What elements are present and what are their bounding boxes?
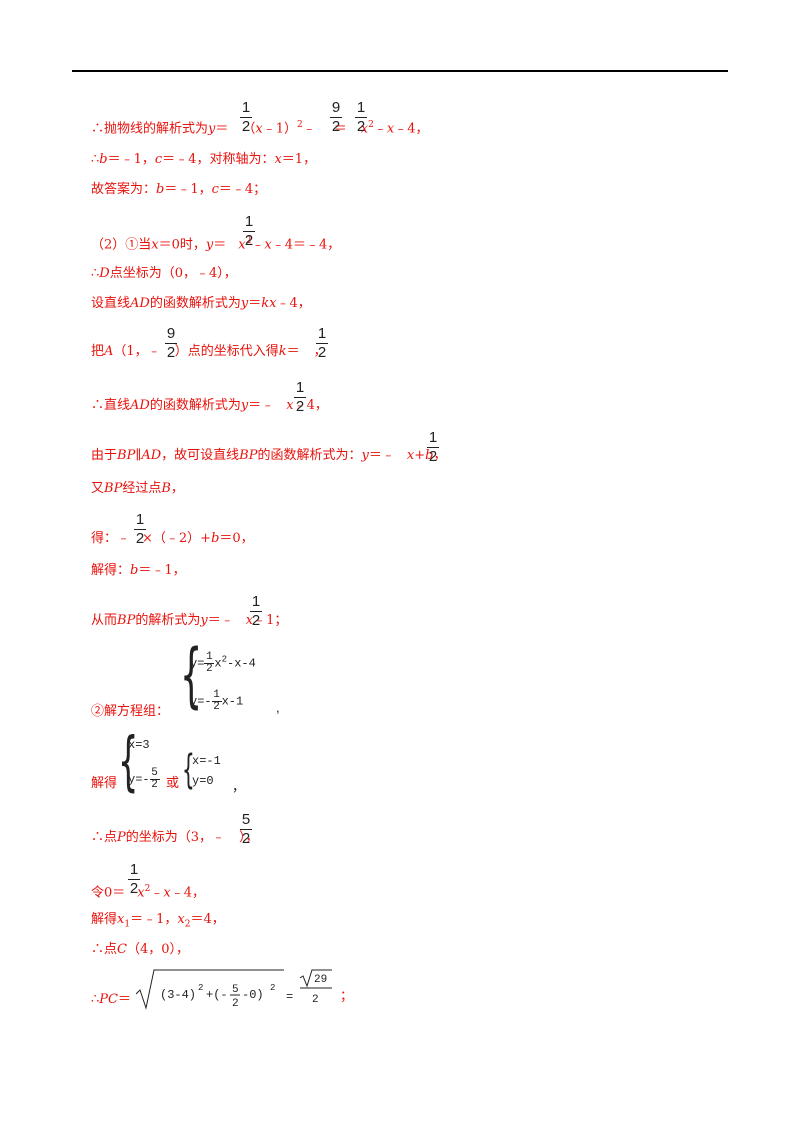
- text-line: ∴抛物线的解析式为y＝（x﹣1）2﹣＝x2﹣x﹣4，: [91, 120, 429, 137]
- svg-text:=: =: [286, 990, 293, 1004]
- text-line: 解得：b＝﹣1，: [91, 563, 186, 578]
- equation: x=3: [128, 738, 150, 752]
- text-line: ∴D点坐标为（0，﹣4），: [91, 266, 237, 281]
- text-line: ∴点C（4，0），: [91, 942, 190, 957]
- text-line: 由于BP∥AD，故可设直线BP的函数解析式为：y＝﹣x+b，: [91, 448, 447, 463]
- text-line: 解得x1＝﹣1，x2＝4，: [91, 912, 225, 930]
- svg-text:5: 5: [232, 984, 239, 996]
- text-line: 故答案为：b＝﹣1，c＝﹣4；: [91, 182, 267, 197]
- svg-text:+(-: +(-: [206, 988, 228, 1002]
- header-rule: [72, 70, 728, 72]
- brace: {: [180, 634, 203, 716]
- text-line: 令0＝x2﹣x﹣4，: [91, 884, 205, 901]
- svg-text:2: 2: [270, 983, 275, 993]
- text-line: ∴点P的坐标为（3，﹣），: [91, 830, 259, 845]
- text-line: 从而BP的解析式为y＝﹣x﹣1；: [91, 613, 288, 628]
- svg-text:29: 29: [314, 974, 327, 986]
- text-line: （2）①当x＝0时，y＝x2﹣x﹣4＝﹣4，: [91, 236, 341, 253]
- text-line: ∴b＝﹣1，c＝﹣4，对称轴为：x＝1，: [91, 152, 317, 167]
- text-line: ∴PC＝: [91, 992, 131, 1007]
- text-line: 又BP经过点B，: [91, 481, 184, 496]
- svg-text:；: ；: [340, 988, 353, 1004]
- text-line: ∴直线AD的函数解析式为y＝﹣x﹣4，: [91, 398, 328, 413]
- text-line: 解得: [91, 776, 118, 791]
- equation: x=-1: [192, 754, 221, 768]
- svg-text:2: 2: [232, 998, 239, 1010]
- brace: {: [182, 747, 195, 793]
- text-line: 得：﹣×（﹣2）+b＝0，: [91, 531, 254, 546]
- text-line: 把A（1，﹣）点的坐标代入得k＝，: [91, 344, 327, 359]
- text-line: 或: [166, 776, 180, 791]
- sqrt-expression: (3-4) 2 +(- 5 2 -0) 2 = 29 2 ；: [136, 969, 353, 1010]
- text-line: ②解方程组：: [91, 704, 170, 719]
- svg-text:(3-4): (3-4): [160, 988, 196, 1002]
- svg-text:2: 2: [312, 994, 319, 1006]
- svg-text:2: 2: [198, 983, 203, 993]
- brace: {: [118, 725, 139, 799]
- svg-text:-0): -0): [242, 988, 264, 1002]
- comma: ,: [276, 700, 280, 715]
- text-line: 设直线AD的函数解析式为y＝kx﹣4，: [91, 296, 311, 311]
- equation: y=0: [192, 774, 214, 788]
- comma: ，: [232, 779, 246, 794]
